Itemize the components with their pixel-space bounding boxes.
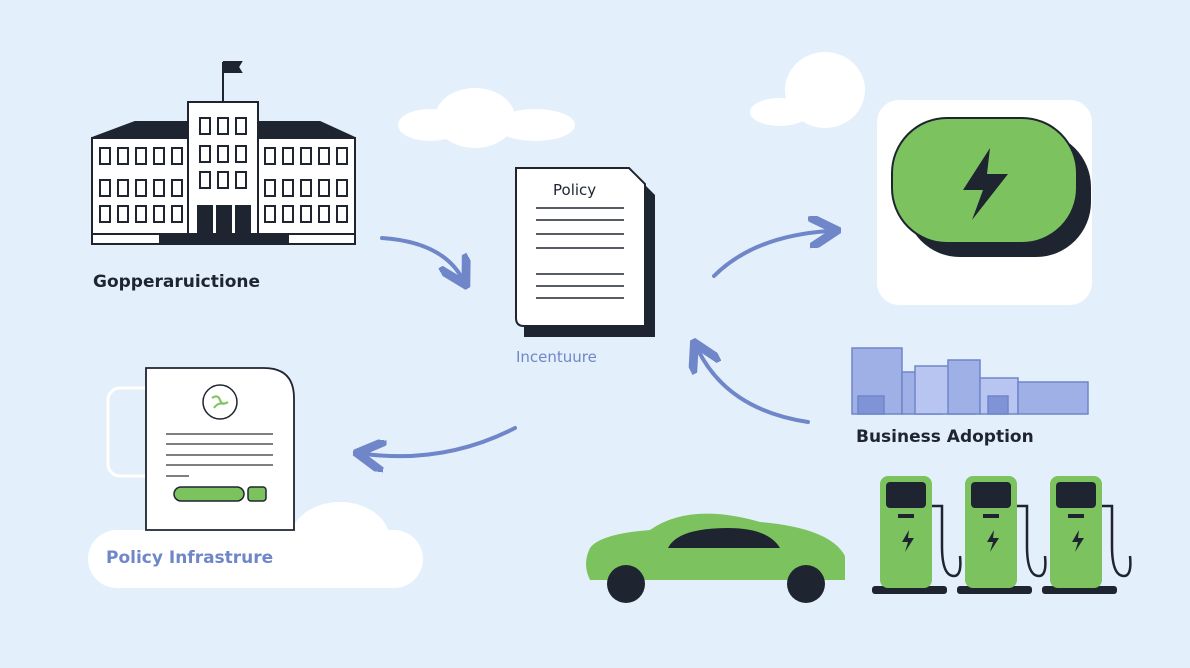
arrow-policy-to-battery [712,231,829,278]
window [99,205,111,223]
window [282,179,294,197]
charger-slot [1068,514,1084,518]
window [153,147,165,165]
charger-cable [1017,504,1047,578]
window [135,147,147,165]
window [117,179,129,197]
charger-slot [983,514,999,518]
window [336,147,348,165]
charger-cable [1102,504,1132,578]
window [217,145,229,163]
charger-slot [898,514,914,518]
window [300,147,312,165]
cloud-bottom-left [88,502,423,588]
arrow-government-to-policy [380,236,462,278]
cloud-top-right [750,52,865,128]
business-buildings-icon [851,347,1089,415]
window [282,147,294,165]
window [199,171,211,189]
government-building-icon [91,61,356,245]
flow-arrows [365,231,829,456]
business-adoption-label: Business Adoption [856,427,1034,447]
window [235,117,247,135]
window [171,147,183,165]
policy-infrastructure-label: Policy Infrastrure [106,548,274,568]
window [282,205,294,223]
window [171,205,183,223]
window [264,205,276,223]
window [117,205,129,223]
window [264,147,276,165]
window [264,179,276,197]
cloud-top-center [398,88,575,148]
window [199,117,211,135]
lightning-icon [987,530,999,552]
arrow-business-to-policy [698,350,810,424]
battery-charge-icon [891,117,1091,257]
window [235,145,247,163]
lightning-icon [1072,530,1084,552]
window [135,179,147,197]
incentive-label: Incentuure [516,348,597,366]
electric-car-icon [586,513,845,603]
charger-screen [971,482,1011,508]
charger-screen [1056,482,1096,508]
building-windows [99,117,348,223]
charger-screen [886,482,926,508]
government-label: Gopperaruictione [93,272,261,292]
window [99,179,111,197]
window [99,147,111,165]
window [300,179,312,197]
window [318,147,330,165]
charger-cable [932,504,962,578]
policy-document-title: Policy [553,181,597,199]
window [199,145,211,163]
window [171,179,183,197]
window [217,117,229,135]
window [153,205,165,223]
policy-infrastructure-document-icon [145,367,295,531]
lightning-icon [902,530,914,552]
window [153,179,165,197]
policy-document-icon [515,167,655,337]
window [117,147,129,165]
charging-stations-icon [872,476,1132,594]
window [318,179,330,197]
arrow-policy-to-infrastructure [365,426,517,456]
window [235,171,247,189]
window [135,205,147,223]
window [318,205,330,223]
window [217,171,229,189]
window [300,205,312,223]
window [336,179,348,197]
window [336,205,348,223]
